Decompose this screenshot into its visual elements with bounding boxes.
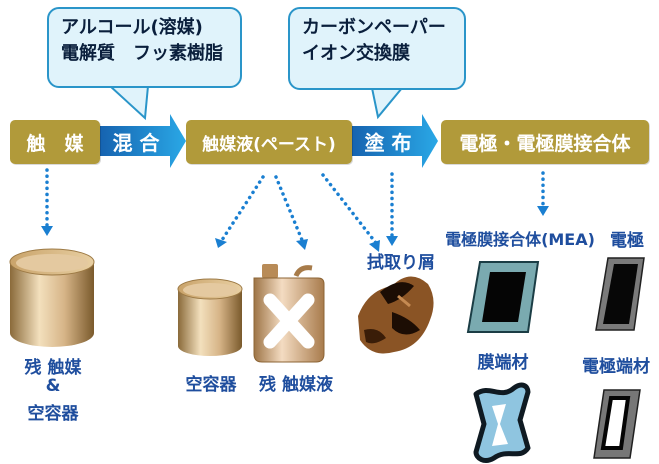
residual-liquid-label: 残 触媒液 (259, 375, 333, 395)
electrode-icon (595, 257, 645, 331)
mix-label: 混 合 (112, 130, 160, 155)
coat-arrow (352, 114, 438, 168)
bubble-line: 電解質 フッ素樹脂 (61, 43, 223, 64)
bubble-line: カーボンペーパー (302, 17, 446, 38)
membrane-edge-icon (473, 382, 531, 463)
mea-label: 電極膜接合体(MEA) (445, 230, 595, 249)
mix-arrow (100, 114, 186, 168)
carbon-paper-bubble: カーボンペーパー イオン交換膜 (288, 7, 466, 90)
large-container-icon (9, 248, 95, 347)
jerry-can-icon (253, 264, 325, 363)
electrode-edge-icon (593, 389, 641, 459)
electrode-step: 電極・電極膜接合体 (441, 120, 649, 164)
empty-container-label-left: 空容器 (27, 404, 79, 424)
membrane-edge-label: 膜端材 (477, 353, 529, 373)
paste-step: 触媒液(ペースト) (186, 120, 352, 164)
catalyst-step: 触 媒 (10, 120, 100, 164)
scrap-label: 拭取り屑 (367, 253, 435, 273)
bubble-line: イオン交換膜 (302, 43, 410, 64)
empty-container-label: 空容器 (185, 375, 237, 395)
solvent-bubble: アルコール(溶媒) 電解質 フッ素樹脂 (47, 7, 242, 88)
electrode-label: 電極 (610, 231, 644, 251)
mea-icon (466, 261, 540, 333)
ampersand-label: & (45, 376, 61, 396)
bubble-line: アルコール(溶媒) (61, 17, 203, 38)
electrode-edge-label: 電極端材 (582, 357, 650, 377)
residual-catalyst-label: 残 触媒 (24, 358, 82, 378)
coat-label: 塗 布 (364, 130, 412, 155)
wiping-scrap-icon (358, 276, 434, 354)
small-container-icon (177, 278, 243, 356)
